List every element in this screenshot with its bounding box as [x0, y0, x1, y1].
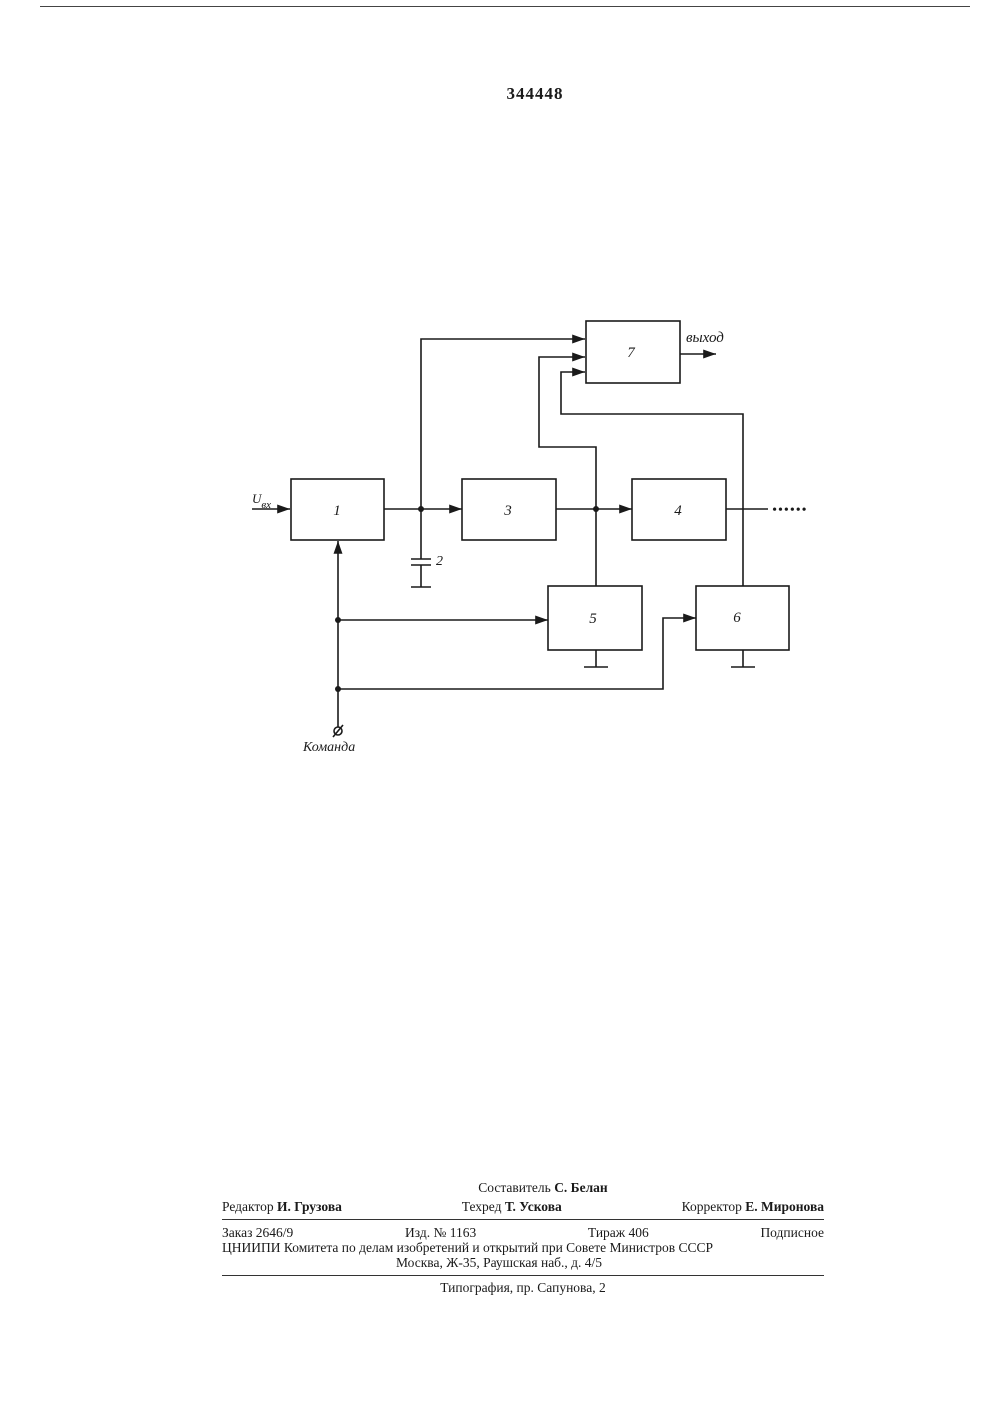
- block-1-label: 1: [333, 503, 341, 519]
- block-4-label: 4: [674, 503, 682, 519]
- junction-dot: [418, 506, 424, 512]
- command-label: Команда: [302, 740, 355, 755]
- editor: Редактор И. Грузова: [222, 1199, 342, 1215]
- order-number: Заказ 2646/9: [222, 1225, 293, 1241]
- circulation: Тираж 406: [588, 1225, 649, 1241]
- compiler-prefix: Составитель: [478, 1180, 551, 1195]
- address-line: Москва, Ж-35, Раушская наб., д. 4/5: [222, 1255, 998, 1271]
- compiler-name: С. Белан: [554, 1180, 608, 1195]
- continuation-dots: ••••••: [772, 503, 807, 518]
- block-6: [696, 586, 789, 650]
- block-3-label: 3: [503, 503, 512, 519]
- block-6-label: 6: [733, 610, 741, 626]
- compiler-line: Составитель С. Белан: [222, 1180, 844, 1196]
- footer-rule-bottom: [222, 1275, 824, 1276]
- junction-dot: [335, 686, 341, 692]
- junction-dot: [593, 506, 599, 512]
- printer-line: Типография, пр. Сапунова, 2: [222, 1280, 824, 1296]
- corrector: Корректор Е. Миронова: [682, 1199, 824, 1215]
- block-5-label: 5: [589, 611, 597, 627]
- input-label: Uвх: [252, 491, 271, 511]
- footer-rule-top: [222, 1219, 824, 1220]
- staff-row: Редактор И. Грузова Техред Т. Ускова Кор…: [222, 1199, 824, 1215]
- techred: Техред Т. Ускова: [462, 1199, 562, 1215]
- edition-number: Изд. № 1163: [405, 1225, 476, 1241]
- subscription: Подписное: [760, 1225, 824, 1241]
- output-label: выход: [686, 330, 724, 346]
- junction-dot: [335, 617, 341, 623]
- capacitor-label: 2: [436, 554, 443, 569]
- organization-line: ЦНИИПИ Комитета по делам изобретений и о…: [222, 1240, 824, 1256]
- order-row: Заказ 2646/9 Изд. № 1163 Тираж 406 Подпи…: [222, 1225, 824, 1241]
